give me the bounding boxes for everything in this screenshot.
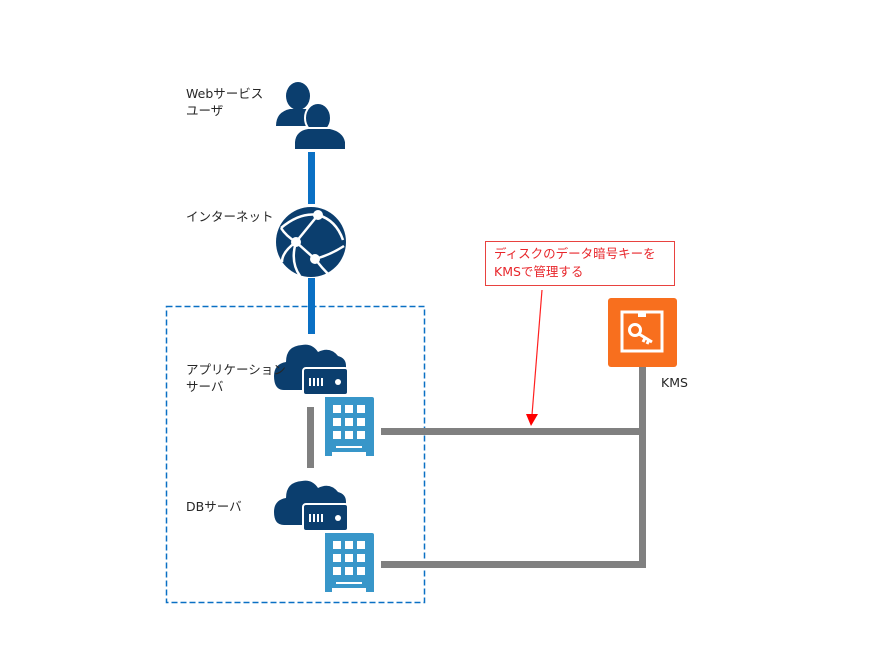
node-label-db-server: DBサーバ	[186, 499, 242, 514]
edge-internet-app	[308, 278, 315, 334]
server-group-box	[165, 305, 426, 604]
callout-note: ディスクのデータ暗号キーを KMSで管理する	[485, 241, 675, 286]
db-cloud-server-icon	[274, 480, 349, 532]
node-label-internet: インターネット	[186, 209, 274, 224]
edge-kms-vertical	[639, 367, 646, 568]
cloud-server-icon	[274, 344, 349, 396]
callout-arrow	[526, 289, 543, 426]
globe-network-icon	[276, 207, 346, 277]
users-icon	[276, 82, 347, 151]
node-label-kms: KMS	[661, 375, 688, 390]
node-label-users: Webサービス ユーザ	[186, 86, 264, 118]
db-disk-storage-icon	[325, 533, 374, 592]
edge-app-db	[307, 407, 314, 468]
edge-app-disk-kms	[381, 428, 645, 435]
node-label-app-server: アプリケーション サーバ	[186, 362, 286, 394]
edge-db-disk-kms	[381, 561, 645, 568]
kms-node	[608, 298, 677, 367]
key-vault-icon	[620, 310, 664, 353]
edge-users-internet	[308, 152, 315, 204]
app-disk-storage-icon	[325, 397, 374, 456]
